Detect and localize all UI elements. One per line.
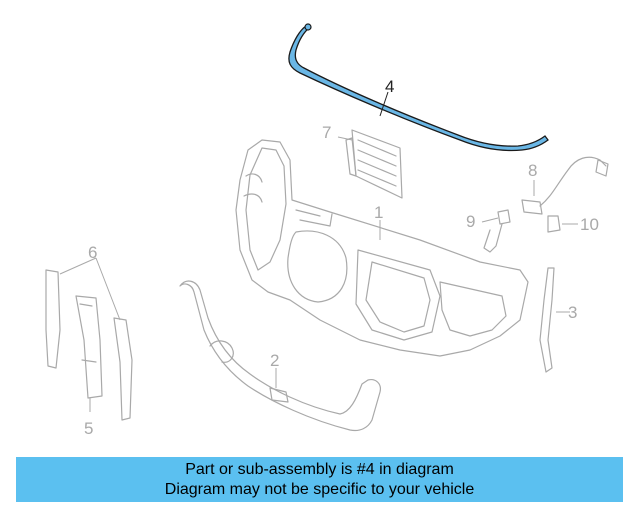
part-1-front-carrier bbox=[235, 139, 529, 357]
banner-line-disclaimer: Diagram may not be specific to your vehi… bbox=[164, 481, 475, 498]
callout-8: 8 bbox=[528, 161, 537, 180]
callout-4: 4 bbox=[385, 77, 394, 96]
part-5-inner-panel bbox=[75, 295, 103, 399]
part-7-vent-panel bbox=[345, 129, 403, 199]
exploded-parts-diagram: 4 7 1 8 bbox=[45, 23, 609, 438]
part-2-lower-crossmember bbox=[179, 280, 381, 432]
callout-2: 2 bbox=[270, 351, 279, 370]
callout-9: 9 bbox=[466, 212, 475, 231]
part-4-seal-strip[interactable] bbox=[288, 23, 549, 152]
info-banner: Part or sub-assembly is #4 in diagram Di… bbox=[16, 457, 623, 502]
callout-6: 6 bbox=[88, 243, 97, 262]
callout-3: 3 bbox=[568, 303, 577, 322]
callout-7: 7 bbox=[322, 123, 331, 142]
leader-7 bbox=[337, 136, 353, 141]
part-10-clip bbox=[547, 215, 561, 233]
callout-5: 5 bbox=[84, 419, 93, 438]
part-6-side-panels bbox=[45, 269, 133, 421]
part-9-bracket bbox=[483, 209, 511, 253]
leader-6 bbox=[59, 257, 121, 321]
leader-4 bbox=[379, 91, 389, 117]
part-8-sensor bbox=[521, 156, 609, 215]
part-3-side-strut bbox=[539, 267, 555, 373]
banner-line-part-number: Part or sub-assembly is #4 in diagram bbox=[185, 461, 454, 478]
callout-10: 10 bbox=[580, 215, 599, 234]
leader-9 bbox=[481, 217, 499, 223]
callout-1: 1 bbox=[374, 203, 383, 222]
